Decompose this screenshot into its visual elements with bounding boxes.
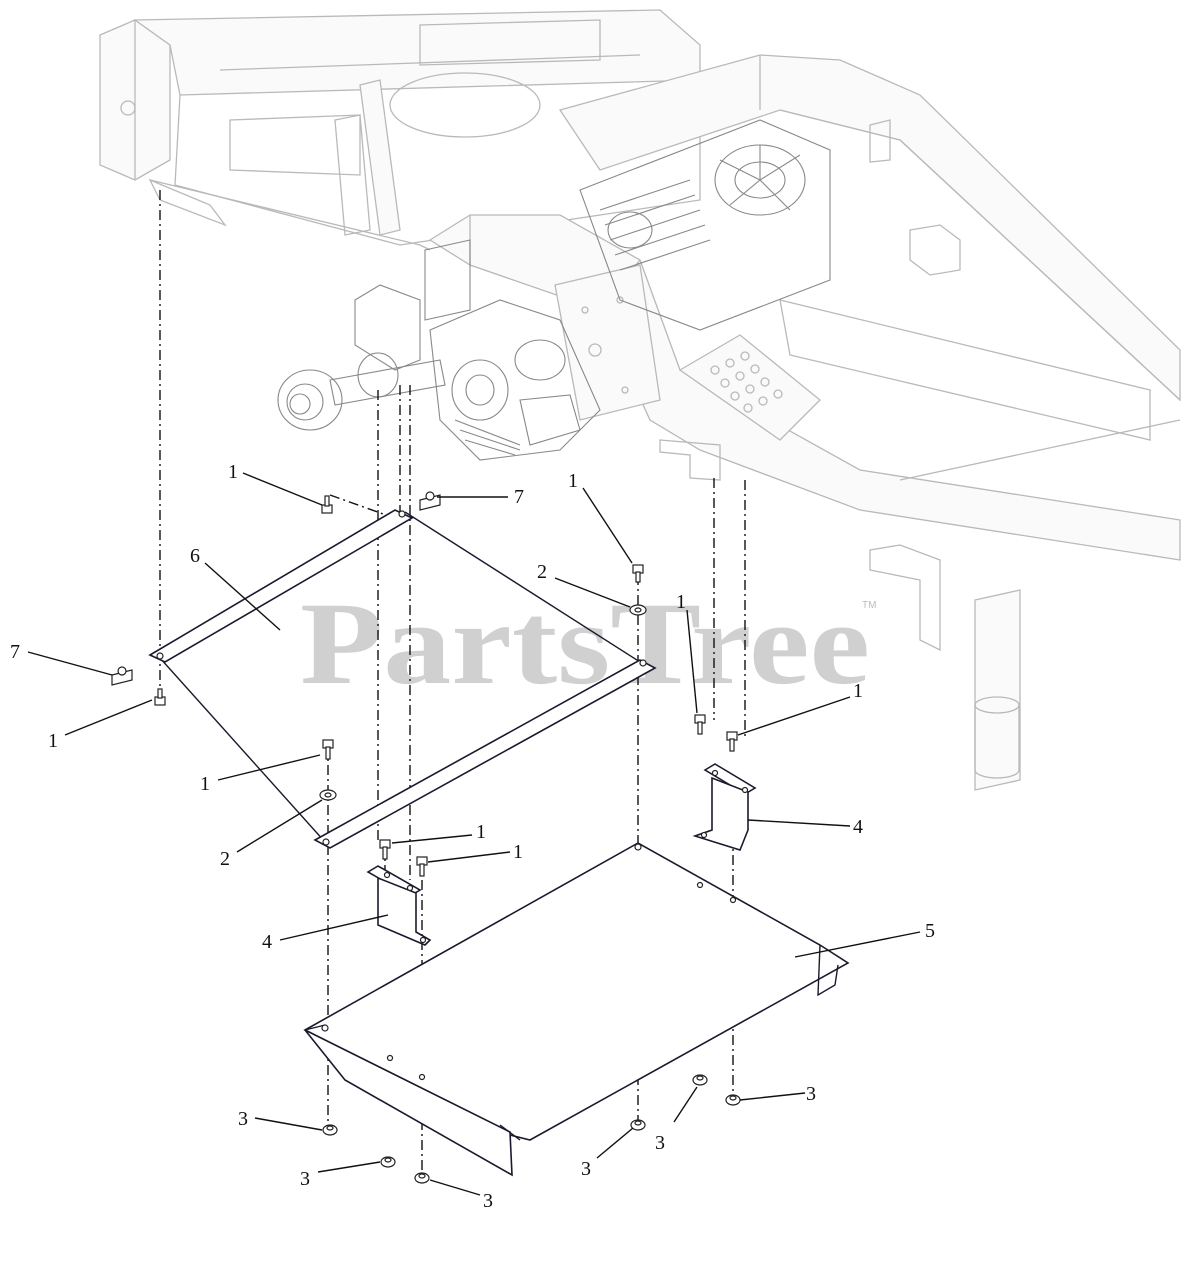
callout-3: 3 xyxy=(238,1108,248,1130)
callout-7: 7 xyxy=(10,641,20,663)
washer-icon xyxy=(319,789,337,801)
nut-icon xyxy=(692,1074,708,1086)
callout-1: 1 xyxy=(676,591,686,613)
washer-icon xyxy=(629,604,647,616)
callout-6: 6 xyxy=(190,545,200,567)
nut-icon xyxy=(380,1156,396,1168)
nut-icon xyxy=(725,1094,741,1106)
part-4-bracket-left xyxy=(366,865,432,946)
clip-icon xyxy=(419,491,441,511)
callout-3: 3 xyxy=(655,1132,665,1154)
bolt-icon xyxy=(416,856,428,877)
clip-icon xyxy=(111,666,133,686)
bolt-icon xyxy=(322,739,334,760)
part-4-bracket-right xyxy=(692,763,757,851)
callout-1: 1 xyxy=(568,470,578,492)
callout-2: 2 xyxy=(220,848,230,870)
callout-3: 3 xyxy=(581,1158,591,1180)
callout-3: 3 xyxy=(483,1190,493,1212)
bolt-icon xyxy=(632,564,644,583)
callout-5: 5 xyxy=(925,920,935,942)
leader-lines xyxy=(27,472,921,1196)
part-6-strap-assembly xyxy=(148,509,657,849)
callout-1: 1 xyxy=(200,773,210,795)
watermark-text: PartsTree xyxy=(300,578,870,709)
nut-icon xyxy=(630,1119,646,1131)
callout-1: 1 xyxy=(853,680,863,702)
callout-1: 1 xyxy=(476,821,486,843)
bolt-icon xyxy=(154,688,166,706)
part-5-floor-pan xyxy=(303,842,850,1177)
bolt-icon xyxy=(694,714,706,735)
callout-1: 1 xyxy=(228,461,238,483)
callout-2: 2 xyxy=(537,561,547,583)
nut-icon xyxy=(414,1172,430,1184)
nut-icon xyxy=(322,1124,338,1136)
callout-1: 1 xyxy=(513,841,523,863)
callout-4: 4 xyxy=(262,931,272,953)
callouts: 1 7 6 7 1 1 2 1 1 4 1 2 1 1 4 5 3 3 3 3 … xyxy=(10,461,935,1212)
bolt-icon xyxy=(321,495,333,514)
callout-3: 3 xyxy=(806,1083,816,1105)
trademark-mark: TM xyxy=(862,600,876,611)
callout-1: 1 xyxy=(48,730,58,752)
mower-frame xyxy=(99,9,1181,791)
callout-7: 7 xyxy=(514,486,524,508)
callout-4: 4 xyxy=(853,816,863,838)
callout-3: 3 xyxy=(300,1168,310,1190)
hardware xyxy=(111,491,741,1184)
bolt-icon xyxy=(379,839,391,860)
bolt-icon xyxy=(726,731,738,752)
watermark: PartsTree TM xyxy=(300,578,876,709)
